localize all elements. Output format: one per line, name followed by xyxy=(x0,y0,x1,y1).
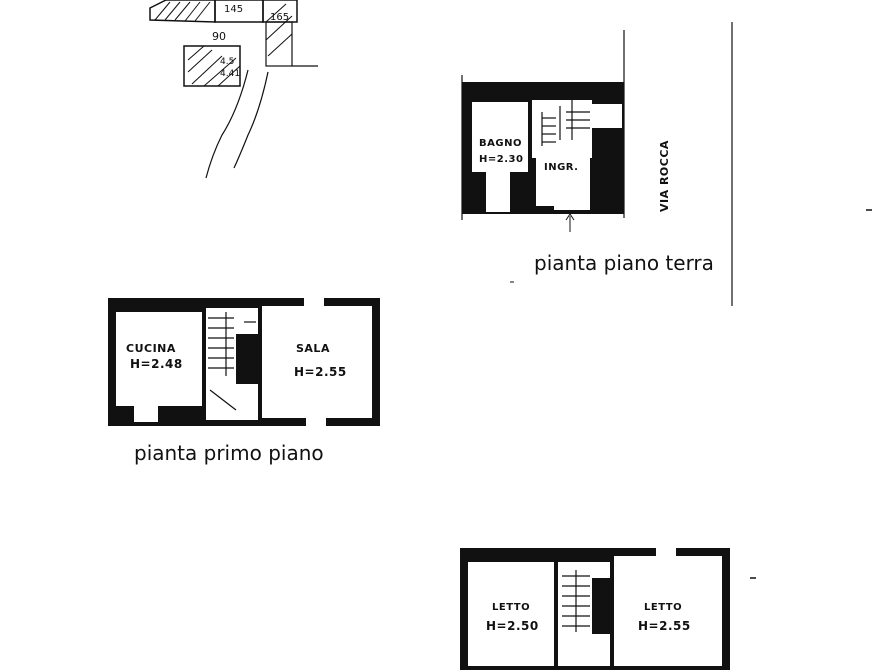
road-edge-right xyxy=(233,71,269,169)
site-dim-label: 165 xyxy=(270,12,289,23)
site-hatched-block-bottom xyxy=(183,45,241,87)
site-dim-label: 4.5 xyxy=(220,57,234,67)
room-bagno xyxy=(472,102,528,172)
room-height-label: H=2.55 xyxy=(638,619,691,633)
room-cucina xyxy=(116,312,202,406)
first-floor-title: pianta primo piano xyxy=(134,441,324,465)
room-letto-1 xyxy=(468,562,554,666)
window xyxy=(304,298,324,306)
room-label: LETTO xyxy=(644,602,682,613)
site-dim-label: 90 xyxy=(212,30,226,43)
ground-floor-plan: BAGNO H=2.30 INGR. VIA ROCCA pianta pian… xyxy=(461,22,733,306)
room-label: BAGNO xyxy=(479,138,522,149)
room-letto-2 xyxy=(614,556,722,666)
stair-landing xyxy=(592,104,622,128)
site-hatched-block-top xyxy=(149,0,216,23)
site-dim-label: 4.41 xyxy=(220,69,240,79)
entrance-door xyxy=(554,200,590,210)
room-height-label: H=2.55 xyxy=(294,365,347,379)
room-sala xyxy=(262,306,372,418)
site-hatched-wall-right xyxy=(265,3,293,67)
entrance-arrowhead xyxy=(565,213,575,221)
stair-core xyxy=(592,578,610,634)
second-floor-plan: LETTO H=2.50 LETTO H=2.55 xyxy=(460,548,730,670)
site-plan: 145 165 90 4.5 4.41 xyxy=(149,0,318,179)
staircase xyxy=(562,570,590,632)
room-label: CUCINA xyxy=(126,342,176,355)
room-label: SALA xyxy=(296,342,330,355)
window xyxy=(306,418,326,426)
staircase xyxy=(208,312,256,411)
street-name-label: VIA ROCCA xyxy=(658,140,671,212)
room-height-label: H=2.48 xyxy=(130,357,183,371)
site-dim-label: 145 xyxy=(224,4,243,15)
first-floor-plan: CUCINA H=2.48 SALA H=2.55 pianta primo p… xyxy=(108,298,380,465)
window xyxy=(656,548,676,556)
room-label: LETTO xyxy=(492,602,530,613)
room-cucina-niche xyxy=(134,404,158,422)
room-bagno-niche xyxy=(486,172,510,212)
room-ingresso xyxy=(536,146,590,206)
stair-core xyxy=(236,334,258,384)
room-height-label: H=2.30 xyxy=(479,154,523,165)
room-height-label: H=2.50 xyxy=(486,619,539,633)
room-label: INGR. xyxy=(544,162,578,173)
road-edge-left xyxy=(205,69,249,179)
ground-floor-title: pianta piano terra xyxy=(534,251,714,275)
